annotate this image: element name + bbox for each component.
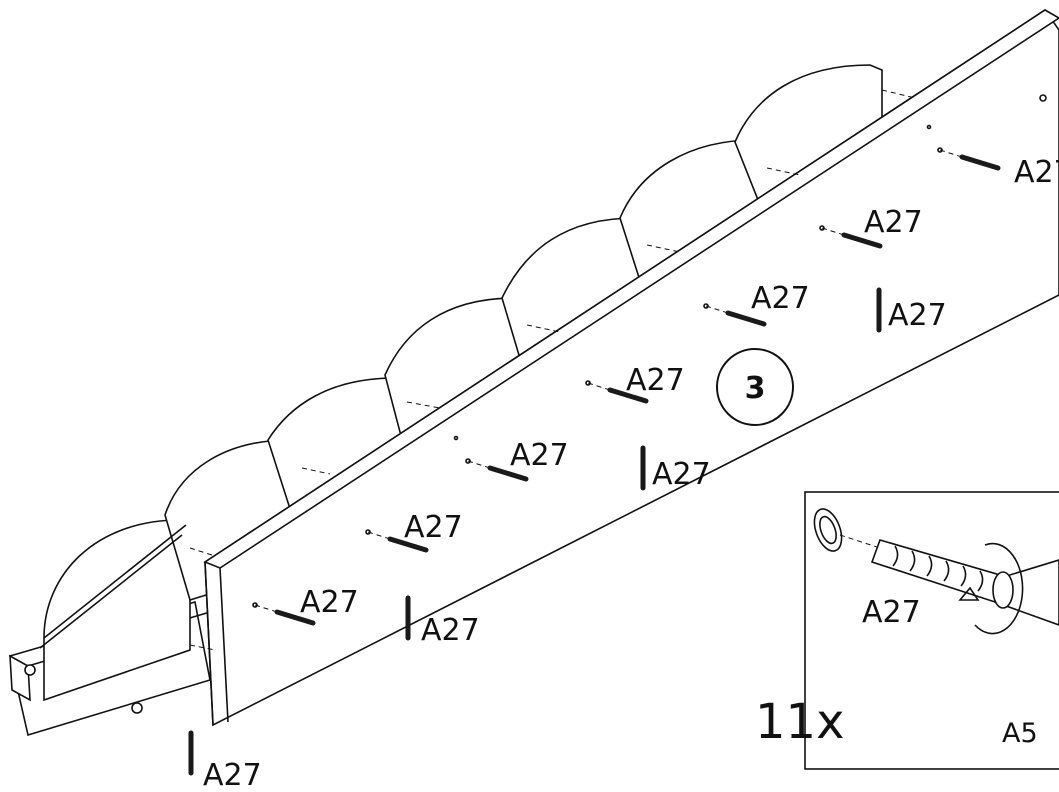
part-callout-label: A27 xyxy=(652,457,711,492)
screw xyxy=(252,602,316,626)
detail-inset: A27 11x A5 xyxy=(755,491,1059,770)
screw xyxy=(465,458,529,482)
part-callout-label: A27 xyxy=(1014,155,1059,190)
quantity-label: 11x xyxy=(755,694,844,750)
screw xyxy=(937,147,1001,171)
part-callout-label: A27 xyxy=(300,585,359,620)
screw xyxy=(365,529,429,553)
screw xyxy=(703,303,767,327)
part-callout-label: A27 xyxy=(751,281,810,316)
part-callout-label: A27 xyxy=(864,205,923,240)
part-callout-label: A27 xyxy=(203,758,262,792)
tool-code-label: A5 xyxy=(1002,718,1038,749)
step-badge: 3 xyxy=(716,348,794,426)
part-callout-label: A27 xyxy=(510,438,569,473)
part-callout-label: A27 xyxy=(626,363,685,398)
part-callouts: A27A27A27A27A27A27A27A27A27A27A27 xyxy=(203,155,1059,792)
screw-detail xyxy=(870,539,1059,635)
screw xyxy=(819,225,883,249)
step-number: 3 xyxy=(745,371,766,406)
part-callout-label: A27 xyxy=(421,613,480,648)
part-callout-label: A27 xyxy=(888,298,947,333)
part-callout-label: A27 xyxy=(404,510,463,545)
dowel-guides xyxy=(189,89,916,651)
screw xyxy=(585,380,649,404)
screws xyxy=(188,147,1001,776)
detail-part-label: A27 xyxy=(862,595,921,630)
